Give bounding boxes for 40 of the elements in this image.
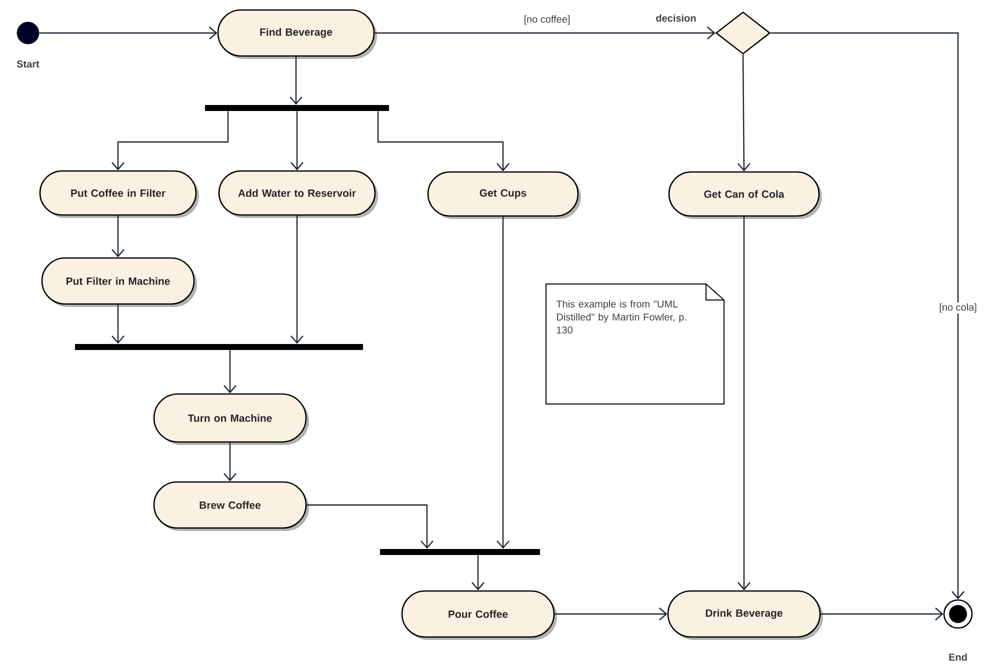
end-circle <box>943 599 973 629</box>
action-node: Get Cups <box>427 171 581 219</box>
arrow <box>112 304 124 344</box>
edge-label: [no cola] <box>938 302 978 314</box>
arrow <box>377 111 510 172</box>
sync-bar <box>205 105 389 111</box>
arrow <box>554 608 668 620</box>
arrow <box>224 442 236 482</box>
arrow <box>112 111 229 170</box>
action-node: Turn on Machine <box>153 393 309 445</box>
arrow <box>224 350 236 394</box>
edge-label: [no coffee] <box>522 14 572 26</box>
action-node: Find Beverage <box>217 9 377 59</box>
action-node: Brew Coffee <box>153 481 309 531</box>
sync-bar <box>380 549 540 555</box>
node-caption: Start <box>16 60 40 68</box>
arrow <box>496 216 510 549</box>
arrow <box>290 56 302 105</box>
sync-bar <box>75 344 363 350</box>
arrow <box>737 54 750 172</box>
arrow <box>112 216 124 258</box>
arrow <box>374 26 716 40</box>
start-circle <box>16 22 40 44</box>
note: This example is from "UML Distilled" by Martin Fowler, p. 130 <box>546 284 724 404</box>
arrow <box>820 608 944 620</box>
action-node: Put Coffee in Filter <box>39 170 199 218</box>
arrow <box>770 32 964 600</box>
action-node: Get Can of Cola <box>668 171 822 219</box>
action-node: Put Filter in Machine <box>41 257 197 307</box>
arrow <box>738 216 750 590</box>
arrow <box>306 504 434 549</box>
arrow <box>472 555 484 590</box>
arrow <box>39 26 218 40</box>
action-node: Add Water to Reservoir <box>218 170 378 218</box>
node-caption: End <box>949 653 967 661</box>
arrow <box>290 216 304 344</box>
action-node: Pour Coffee <box>401 590 557 640</box>
arrow <box>290 111 304 170</box>
node-caption: decision <box>656 14 696 22</box>
action-node: Drink Beverage <box>667 590 824 640</box>
